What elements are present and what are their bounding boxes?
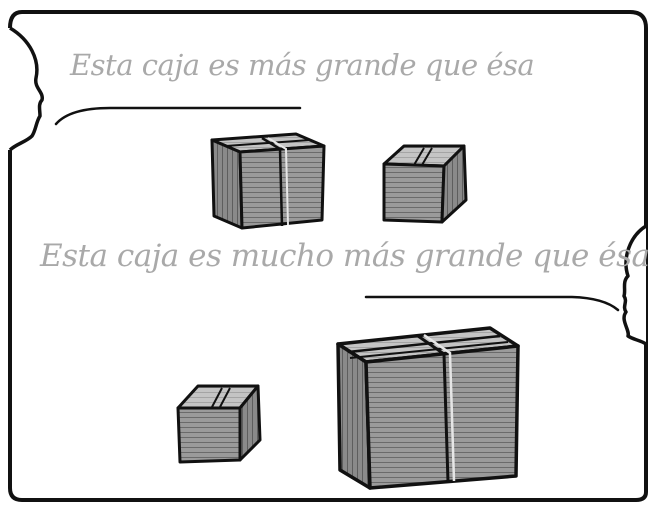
speech-line-bottom: [364, 295, 620, 312]
panel-border: [8, 10, 648, 502]
left-speaker-face: [8, 26, 44, 152]
box-large: [336, 326, 520, 490]
caption-bottom: Esta caja es mucho más grande que ésa: [40, 238, 650, 274]
caption-top: Esta caja es más grande que ésa: [70, 48, 535, 82]
speech-line-top: [54, 106, 302, 126]
right-speaker-face: [622, 224, 648, 346]
box-medium: [210, 132, 326, 230]
box-small-bottom: [176, 384, 262, 464]
box-small-top: [382, 144, 468, 224]
